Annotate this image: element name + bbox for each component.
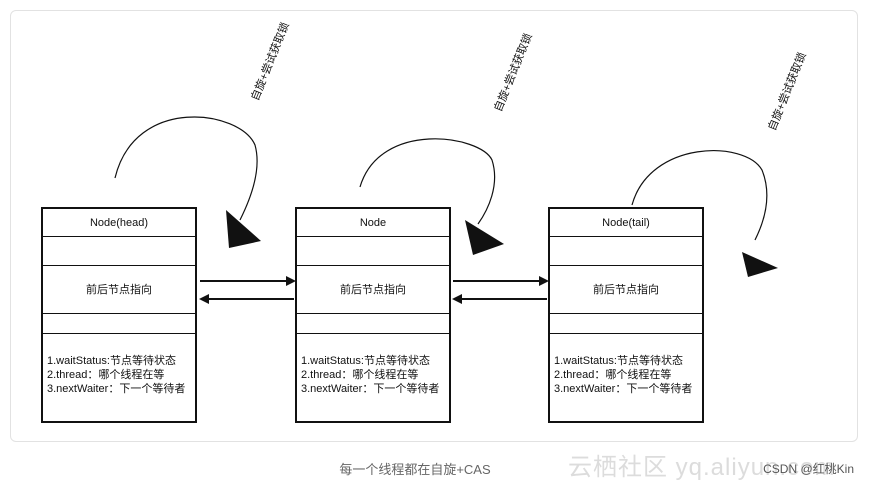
spin-arrowhead-tail	[742, 252, 778, 277]
spin-arrowhead-head	[226, 210, 261, 248]
node-field: 1.waitStatus:节点等待状态	[301, 355, 430, 367]
prev-arrowhead-2	[452, 294, 462, 304]
credit-label: CSDN @红桃Kin	[763, 462, 854, 476]
node-field: 2.thread：哪个线程在等	[47, 369, 165, 381]
node-pointer-section: 前后节点指向	[550, 266, 702, 314]
node-tail: Node(tail) 前后节点指向 1.waitStatus:节点等待状态 2.…	[548, 207, 704, 423]
node-fields: 1.waitStatus:节点等待状态 2.thread：哪个线程在等 3.ne…	[297, 334, 449, 396]
spin-loop-arrow-tail	[631, 150, 768, 241]
node-field: 3.nextWaiter：下一个等待者	[554, 383, 693, 395]
next-arrowhead-1	[286, 276, 296, 286]
node-empty-section	[550, 237, 702, 266]
node-empty-section	[550, 314, 702, 334]
node-fields: 1.waitStatus:节点等待状态 2.thread：哪个线程在等 3.ne…	[550, 334, 702, 396]
node-field: 1.waitStatus:节点等待状态	[47, 355, 176, 367]
spin-arrowhead-middle	[465, 220, 504, 255]
node-empty-section	[297, 314, 449, 334]
node-field: 3.nextWaiter：下一个等待者	[47, 383, 186, 395]
node-title: Node(tail)	[550, 209, 702, 237]
node-fields: 1.waitStatus:节点等待状态 2.thread：哪个线程在等 3.ne…	[43, 334, 195, 396]
node-pointer-section: 前后节点指向	[297, 266, 449, 314]
node-field: 1.waitStatus:节点等待状态	[554, 355, 683, 367]
spin-loop-arrow-middle	[359, 138, 496, 225]
node-middle: Node 前后节点指向 1.waitStatus:节点等待状态 2.thread…	[295, 207, 451, 423]
spin-loop-arrow-head	[114, 116, 258, 221]
figure-caption: 每一个线程都在自旋+CAS	[0, 459, 870, 478]
node-empty-section	[297, 237, 449, 266]
caption-text: 每一个线程都在自旋+CAS	[339, 462, 491, 477]
node-field: 2.thread：哪个线程在等	[554, 369, 672, 381]
node-field: 3.nextWaiter：下一个等待者	[301, 383, 440, 395]
node-title: Node(head)	[43, 209, 195, 237]
next-arrowhead-2	[539, 276, 549, 286]
node-pointer-section: 前后节点指向	[43, 266, 195, 314]
node-field: 2.thread：哪个线程在等	[301, 369, 419, 381]
node-head: Node(head) 前后节点指向 1.waitStatus:节点等待状态 2.…	[41, 207, 197, 423]
node-title: Node	[297, 209, 449, 237]
node-empty-section	[43, 237, 195, 266]
watermark: 云栖社区 yq.aliyun.com	[568, 454, 836, 481]
prev-arrowhead-1	[199, 294, 209, 304]
node-empty-section	[43, 314, 195, 334]
